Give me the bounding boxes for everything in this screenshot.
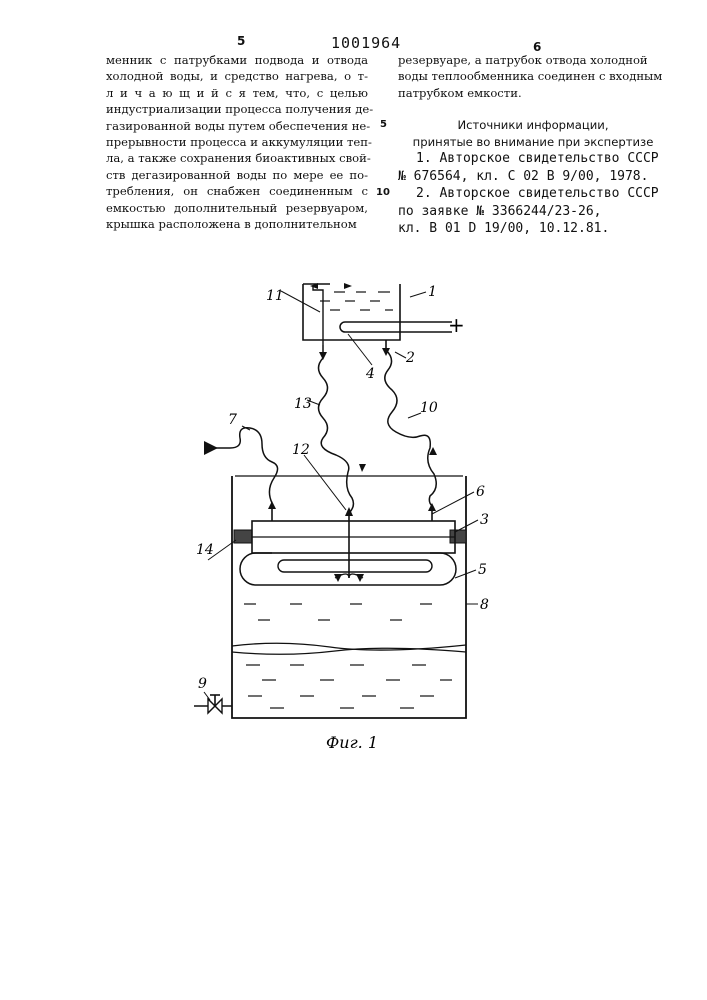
coil-inner	[278, 560, 432, 572]
page-number-left: 5	[237, 34, 245, 48]
label-14: 14	[196, 542, 214, 558]
text-line: емкостью дополнительный резервуаром,	[106, 200, 368, 216]
flow-arrow	[268, 501, 276, 509]
reference-line: кл. В 01 D 19/00, 10.12.81.	[398, 220, 668, 238]
leader-4	[348, 334, 372, 365]
label-1: 1	[428, 284, 437, 300]
label-3: 3	[480, 512, 489, 528]
text-line: ла, а также сохранения биоактивных свой-	[106, 150, 368, 166]
leader-6	[432, 492, 474, 514]
patent-number: 1001964	[331, 34, 401, 52]
figure-caption: Фиг. 1	[326, 733, 378, 752]
right-text-column: резервуаре, а патрубок отвода холодной в…	[398, 52, 668, 238]
reference-line: 1. Авторское свидетельство СССР	[398, 150, 668, 168]
label-7: 7	[228, 412, 237, 428]
pipe-11	[313, 286, 323, 345]
inlet-arrow	[204, 441, 218, 455]
reference-line: № 676564, кл. С 02 В 9/00, 1978.	[398, 168, 668, 186]
leader-11	[281, 291, 320, 312]
text-line: менник с патрубками подвода и отвода	[106, 52, 368, 68]
text-line: л и ч а ю щ и й с я тем, что, с целью	[106, 85, 368, 101]
text-line: требления, он снабжен соединенным с	[106, 183, 368, 199]
reference-line: 2. Авторское свидетельство СССР	[398, 185, 668, 203]
hose-7	[204, 428, 278, 503]
coil-outer	[240, 553, 456, 585]
flow-arrow	[428, 503, 436, 511]
leader-2	[395, 352, 406, 358]
margin-line-number: 10	[376, 187, 390, 198]
label-4: 4	[365, 366, 375, 382]
apparatus-diagram: 1 2 3 4 5 6 7 8 9 10 11 12 13 14 + Фиг. …	[0, 260, 707, 760]
label-8: 8	[480, 597, 489, 613]
flow-arrow	[344, 283, 352, 289]
text-line: холодной воды, и средство нагрева, о т-	[106, 68, 368, 84]
label-2: 2	[405, 350, 415, 366]
leader-12	[304, 455, 346, 510]
leader-9	[204, 692, 210, 700]
label-5: 5	[478, 562, 487, 578]
text-line: прерывности процесса и аккумуляции теп-	[106, 134, 368, 150]
label-13: 13	[294, 396, 312, 412]
label-10: 10	[420, 400, 438, 416]
leader-1	[410, 292, 426, 297]
label-12: 12	[292, 442, 310, 458]
hose-10	[385, 350, 436, 506]
hose-13	[319, 345, 354, 513]
margin-line-number: 5	[380, 119, 387, 130]
seal-left	[234, 530, 252, 543]
break-line-lower	[232, 648, 466, 654]
flow-arrow	[359, 464, 366, 472]
text-line: крышка расположена в дополнительном	[106, 216, 368, 232]
plus-terminal: +	[448, 313, 465, 337]
sources-heading: Источники информации,	[398, 117, 668, 133]
left-text-column: менник с патрубками подвода и отвода хол…	[106, 52, 368, 232]
text-line: патрубком емкости.	[398, 85, 668, 101]
text-line: резервуаре, а патрубок отвода холодной	[398, 52, 668, 68]
text-line: индустриализации процесса получения де-	[106, 101, 368, 117]
flow-arrow	[382, 348, 390, 356]
label-6: 6	[476, 484, 485, 500]
reservoir-water-lines	[320, 292, 393, 310]
text-line: газированной воды путем обеспечения не-	[106, 118, 368, 134]
flow-arrow	[319, 352, 327, 360]
label-11: 11	[266, 288, 284, 304]
heater-element	[340, 322, 452, 332]
label-9: 9	[198, 676, 207, 692]
text-line: воды теплообменника соединен с входным	[398, 68, 668, 84]
tank-water-lines	[244, 604, 452, 708]
reference-line: по заявке № 3366244/23-26,	[398, 203, 668, 221]
text-line: ств дегазированной воды по мере ее по-	[106, 167, 368, 183]
sources-subheading: принятые во внимание при экспертизе	[398, 134, 668, 150]
